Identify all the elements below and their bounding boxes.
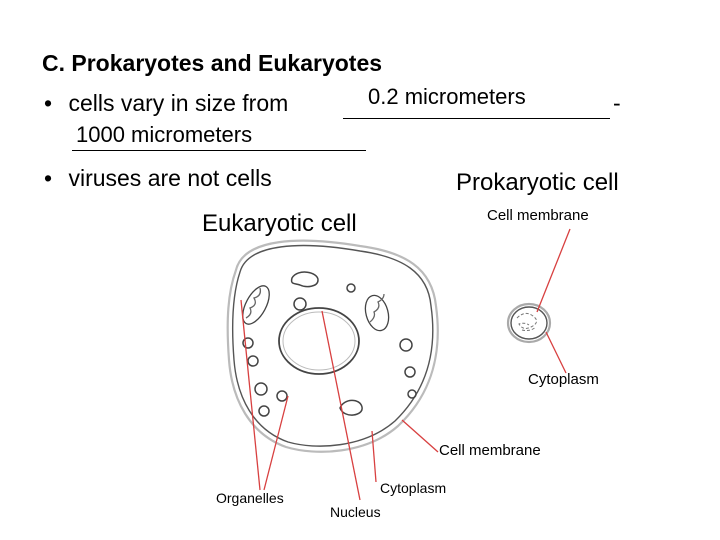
- range-dash: -: [613, 90, 621, 116]
- vesicle: [242, 337, 254, 349]
- prokaryote-membrane-label: Cell membrane: [487, 207, 589, 224]
- eukaryotic-cell: [226, 239, 439, 453]
- eukaryote-cytoplasm-label: Cytoplasm: [380, 480, 447, 496]
- nucleus-inner-ring: [282, 311, 356, 371]
- organelles-label: Organelles: [216, 490, 284, 506]
- prokaryotic-cell-title: Prokaryotic cell: [456, 169, 619, 196]
- lysosome: [339, 399, 363, 416]
- vesicle: [293, 297, 307, 311]
- eukaryote-membrane-label: Cell membrane: [439, 442, 541, 459]
- bullet-glyph: •: [44, 165, 53, 191]
- vesicle: [404, 366, 416, 378]
- pointer-prokaryote-membrane: [536, 228, 571, 313]
- slide-title: C. Prokaryotes and Eukaryotes: [42, 50, 383, 76]
- answer-blank-1: [343, 96, 610, 119]
- nucleoid: [516, 312, 537, 332]
- answer-blank-2: [72, 128, 366, 151]
- pointer-prokaryote-cytoplasm: [545, 331, 567, 374]
- mitochondrion: [364, 293, 390, 332]
- vacuole: [290, 271, 319, 288]
- pointer-eukaryote-membrane: [401, 419, 439, 453]
- vesicle: [254, 382, 268, 396]
- eukaryotic-cell-membrane-inner: [231, 244, 434, 447]
- vesicle: [346, 283, 356, 293]
- vesicle: [276, 390, 288, 402]
- bullet-1-text: cells vary in size from: [68, 90, 289, 116]
- vesicle: [407, 389, 417, 399]
- prokaryote-membrane: [506, 302, 552, 344]
- nucleus: [278, 307, 360, 375]
- vesicle: [258, 405, 270, 417]
- bullet-glyph: •: [44, 90, 53, 116]
- prokaryote-cytoplasm-label: Cytoplasm: [528, 371, 599, 388]
- bullet-2: • viruses are not cells: [44, 165, 272, 192]
- pointer-lines: [240, 228, 571, 501]
- answer-text-1: 0.2 micrometers: [368, 84, 526, 109]
- answer-text-2: 1000 micrometers: [76, 122, 253, 147]
- prokaryotic-cell: [506, 302, 552, 344]
- pointer-organelles-2: [263, 395, 289, 491]
- prokaryote-wall: [510, 306, 548, 340]
- vesicle: [399, 338, 413, 352]
- mitochondrion: [242, 285, 270, 325]
- pointer-nucleus: [321, 310, 361, 501]
- eukaryotic-cell-membrane: [226, 239, 439, 453]
- vesicle: [247, 355, 259, 367]
- pointer-organelles-1: [240, 299, 261, 491]
- pointer-cytoplasm: [371, 430, 377, 483]
- eukaryotic-cell-title: Eukaryotic cell: [202, 210, 357, 237]
- bullet-1: • cells vary in size from: [44, 90, 288, 117]
- bullet-2-text: viruses are not cells: [68, 165, 272, 191]
- nucleus-label: Nucleus: [330, 504, 381, 520]
